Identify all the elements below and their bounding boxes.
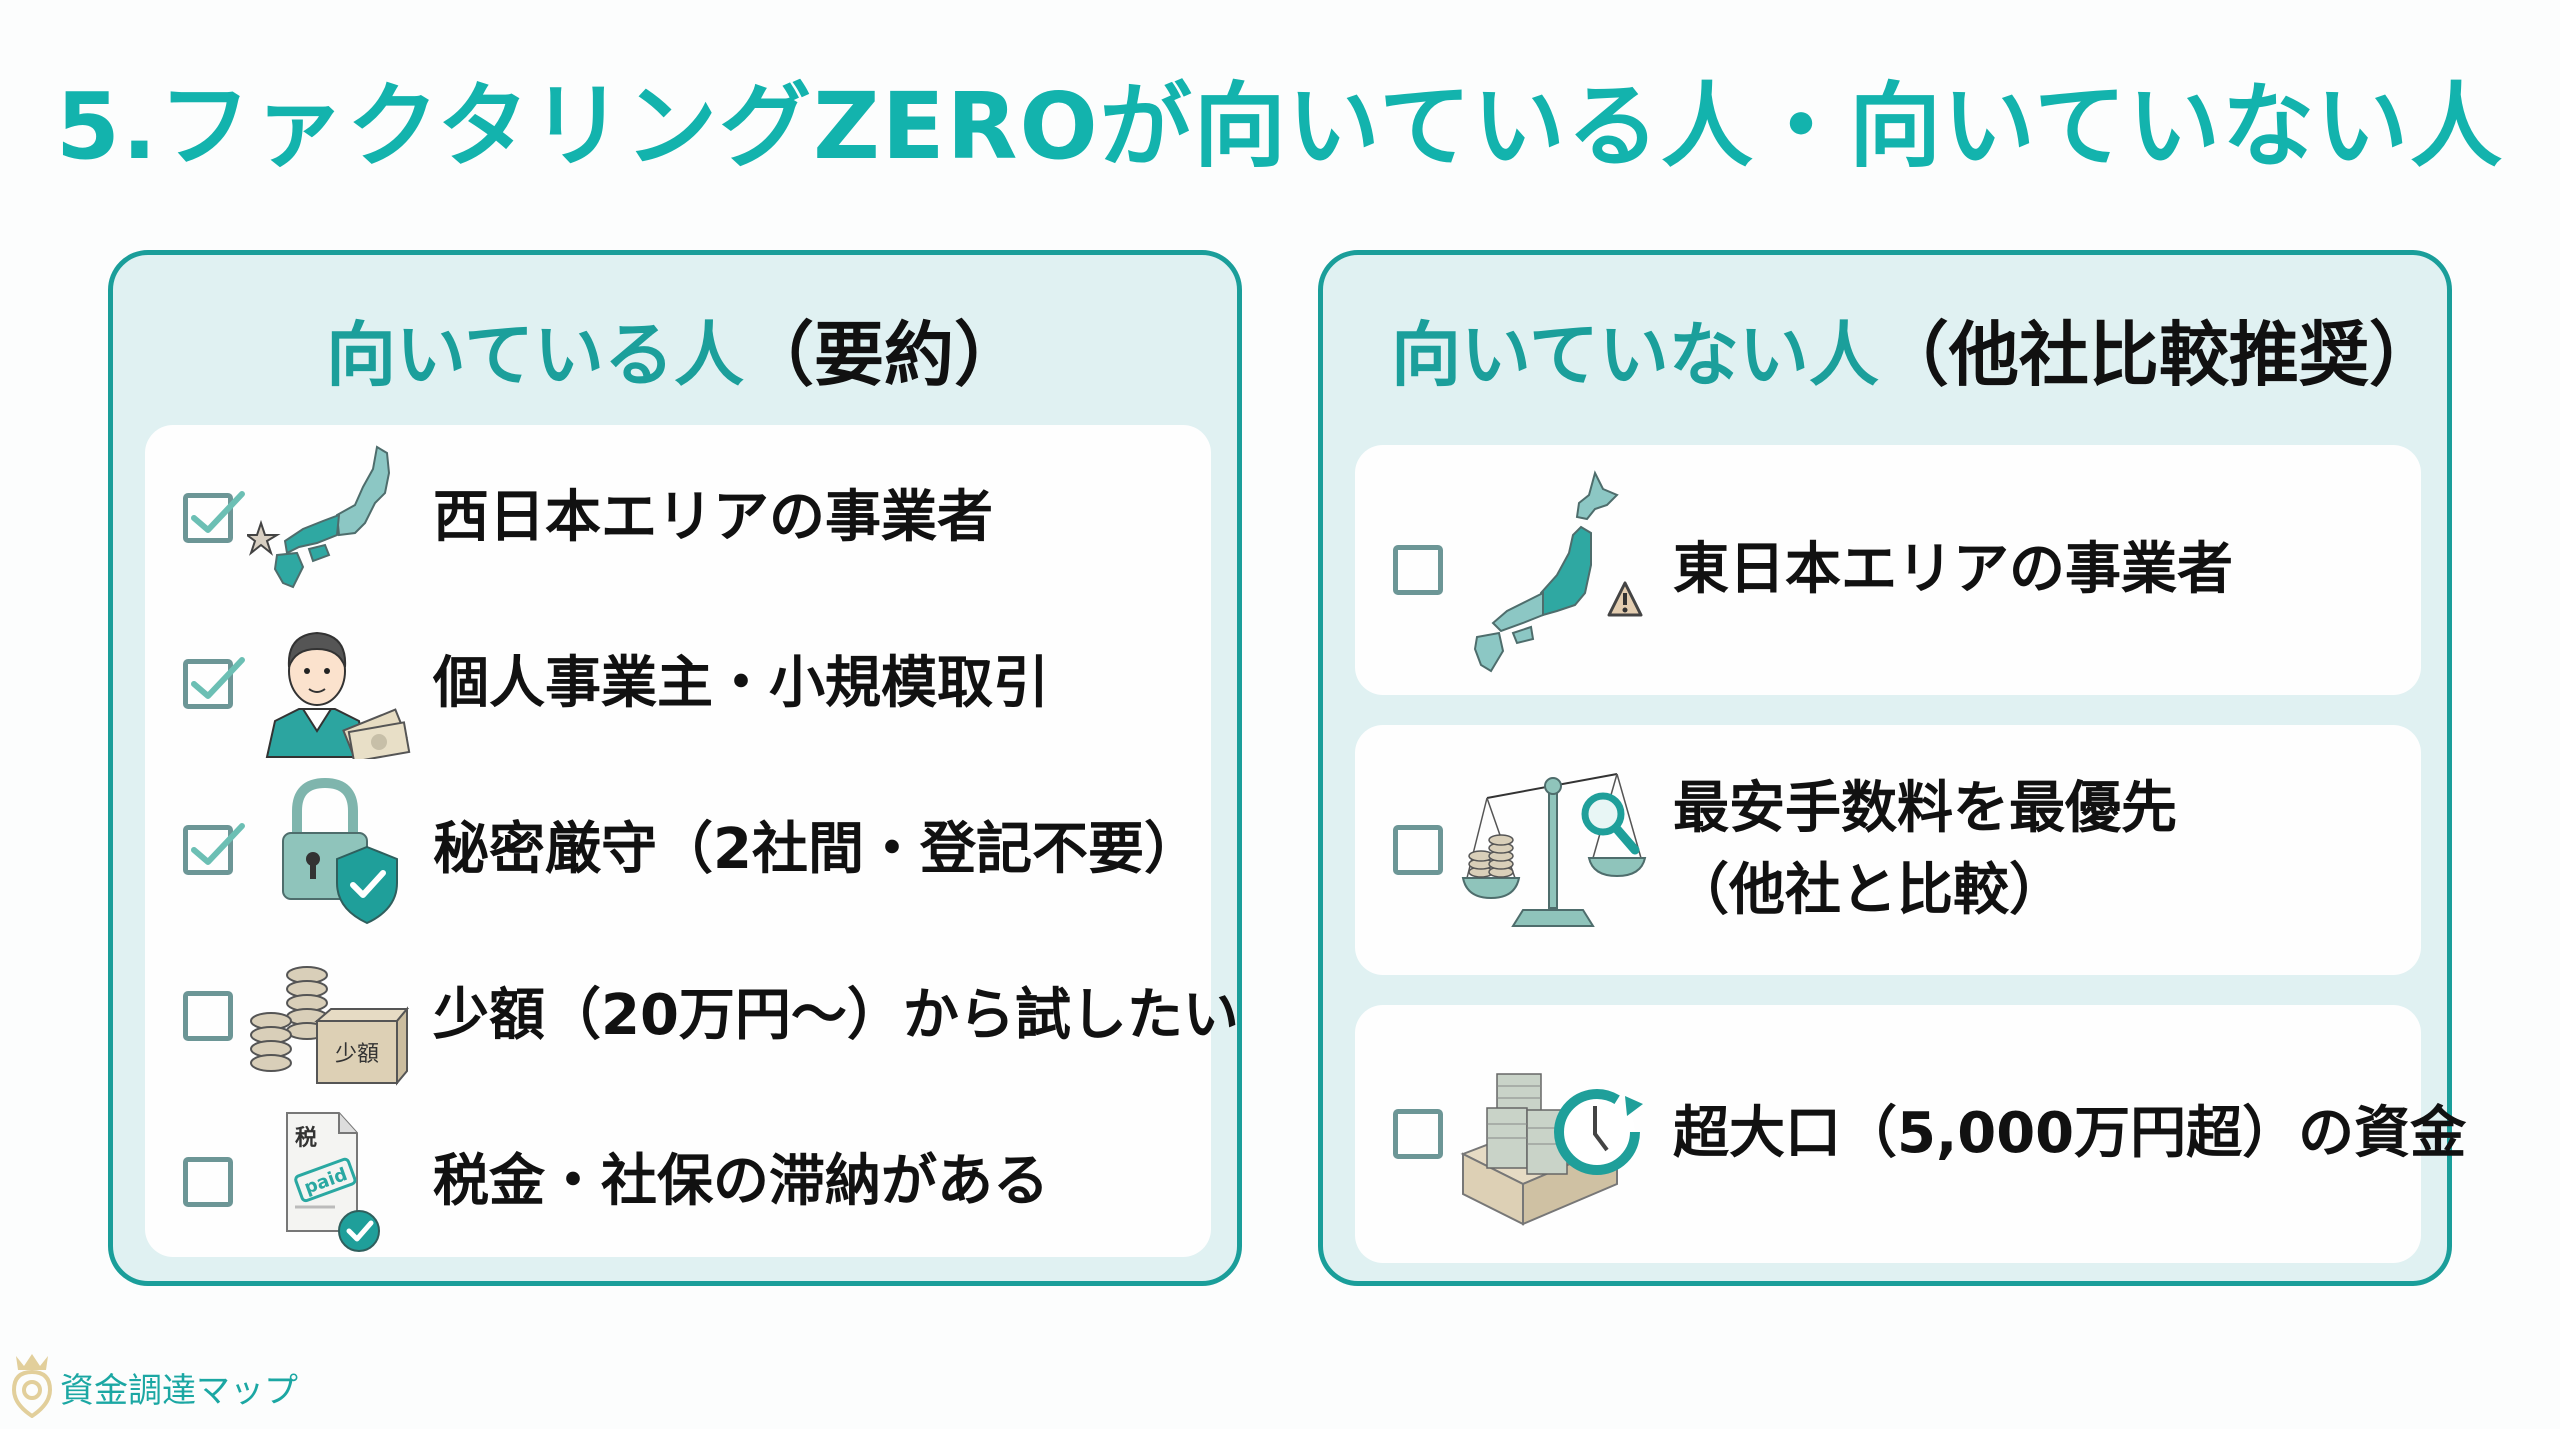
list-item: 少額 少額（20万円〜）から試したい bbox=[145, 941, 1239, 1091]
list-item: 西日本エリアの事業者 bbox=[145, 443, 1211, 593]
list-item: 個人事業主・小規模取引 bbox=[145, 609, 1211, 759]
footer-brand: 資金調達マップ bbox=[10, 1352, 298, 1422]
checkbox-checked[interactable] bbox=[183, 657, 245, 709]
suitable-card: 向いている人（要約） 西日本エリアの事業者 bbox=[108, 250, 1242, 1286]
unsuitable-card: 向いていない人（他社比較推奨） 東日本エリアの事業者 bbox=[1318, 250, 2466, 1286]
item-label: 東日本エリアの事業者 bbox=[1673, 537, 2233, 602]
checkbox-checked[interactable] bbox=[183, 491, 245, 543]
item-label: 最安手数料を最優先 （他社と比較） bbox=[1673, 768, 2177, 932]
list-item: 東日本エリアの事業者 bbox=[1355, 445, 2421, 695]
unsuitable-heading: 向いていない人（他社比較推奨） bbox=[1391, 305, 2515, 405]
unsuitable-item-panel: 東日本エリアの事業者 bbox=[1355, 445, 2421, 695]
suitable-heading: 向いている人（要約） bbox=[113, 305, 1237, 405]
item-label-line2: （他社と比較） bbox=[1673, 858, 2065, 923]
item-label: 税金・社保の滞納がある bbox=[433, 1149, 1049, 1214]
suitable-list-panel: 西日本エリアの事業者 個人事業主・小規模取引 bbox=[145, 425, 1239, 1257]
cash-pallet-clock-icon bbox=[1457, 1034, 1657, 1234]
checkbox-unchecked[interactable] bbox=[1393, 825, 1443, 875]
item-label: 西日本エリアの事業者 bbox=[433, 485, 993, 550]
checkbox-unchecked[interactable] bbox=[1393, 1109, 1443, 1159]
lock-shield-icon bbox=[247, 775, 417, 925]
item-label: 少額（20万円〜）から試したい bbox=[433, 983, 1239, 1048]
item-label: 超大口（5,000万円超）の資金 bbox=[1673, 1101, 2467, 1166]
coins-box-icon: 少額 bbox=[247, 941, 417, 1091]
crown-pin-logo-icon bbox=[10, 1352, 54, 1422]
list-item: 秘密厳守（2社間・登記不要） bbox=[145, 775, 1211, 925]
item-label: 個人事業主・小規模取引 bbox=[433, 651, 1049, 716]
item-label: 秘密厳守（2社間・登記不要） bbox=[433, 817, 1200, 882]
unsuitable-item-panel: 最安手数料を最優先 （他社と比較） bbox=[1355, 725, 2421, 975]
checkbox-unchecked[interactable] bbox=[183, 1157, 233, 1207]
tax-paid-document-icon: 税 paid bbox=[247, 1107, 417, 1257]
list-item: 最安手数料を最優先 （他社と比較） bbox=[1355, 725, 2421, 975]
footer-brand-text: 資金調達マップ bbox=[60, 1370, 298, 1411]
unsuitable-item-panel: 超大口（5,000万円超）の資金 bbox=[1355, 1005, 2466, 1263]
list-item: 超大口（5,000万円超）の資金 bbox=[1355, 1005, 2466, 1263]
checkbox-unchecked[interactable] bbox=[1393, 545, 1443, 595]
svg-text:税: 税 bbox=[295, 1125, 317, 1151]
checkbox-unchecked[interactable] bbox=[183, 991, 233, 1041]
list-item: 税 paid 税金・社保の滞納がある bbox=[145, 1107, 1211, 1257]
unsuitable-heading-paren: （他社比較推奨） bbox=[1878, 314, 2439, 396]
scale-magnifier-icon bbox=[1457, 750, 1657, 950]
businessman-with-cash-icon bbox=[247, 609, 417, 759]
page-title: 5.ファクタリングZEROが向いている人・向いていない人 bbox=[55, 73, 2505, 180]
svg-text:少額: 少額 bbox=[335, 1042, 379, 1067]
checkbox-checked[interactable] bbox=[183, 823, 245, 875]
item-label-line1: 最安手数料を最優先 bbox=[1673, 776, 2177, 841]
unsuitable-heading-main: 向いていない人 bbox=[1391, 314, 1879, 396]
suitable-heading-paren: （要約） bbox=[743, 314, 1024, 396]
west-japan-map-icon bbox=[247, 443, 417, 593]
suitable-heading-main: 向いている人 bbox=[326, 314, 744, 396]
east-japan-map-warning-icon bbox=[1457, 465, 1657, 675]
